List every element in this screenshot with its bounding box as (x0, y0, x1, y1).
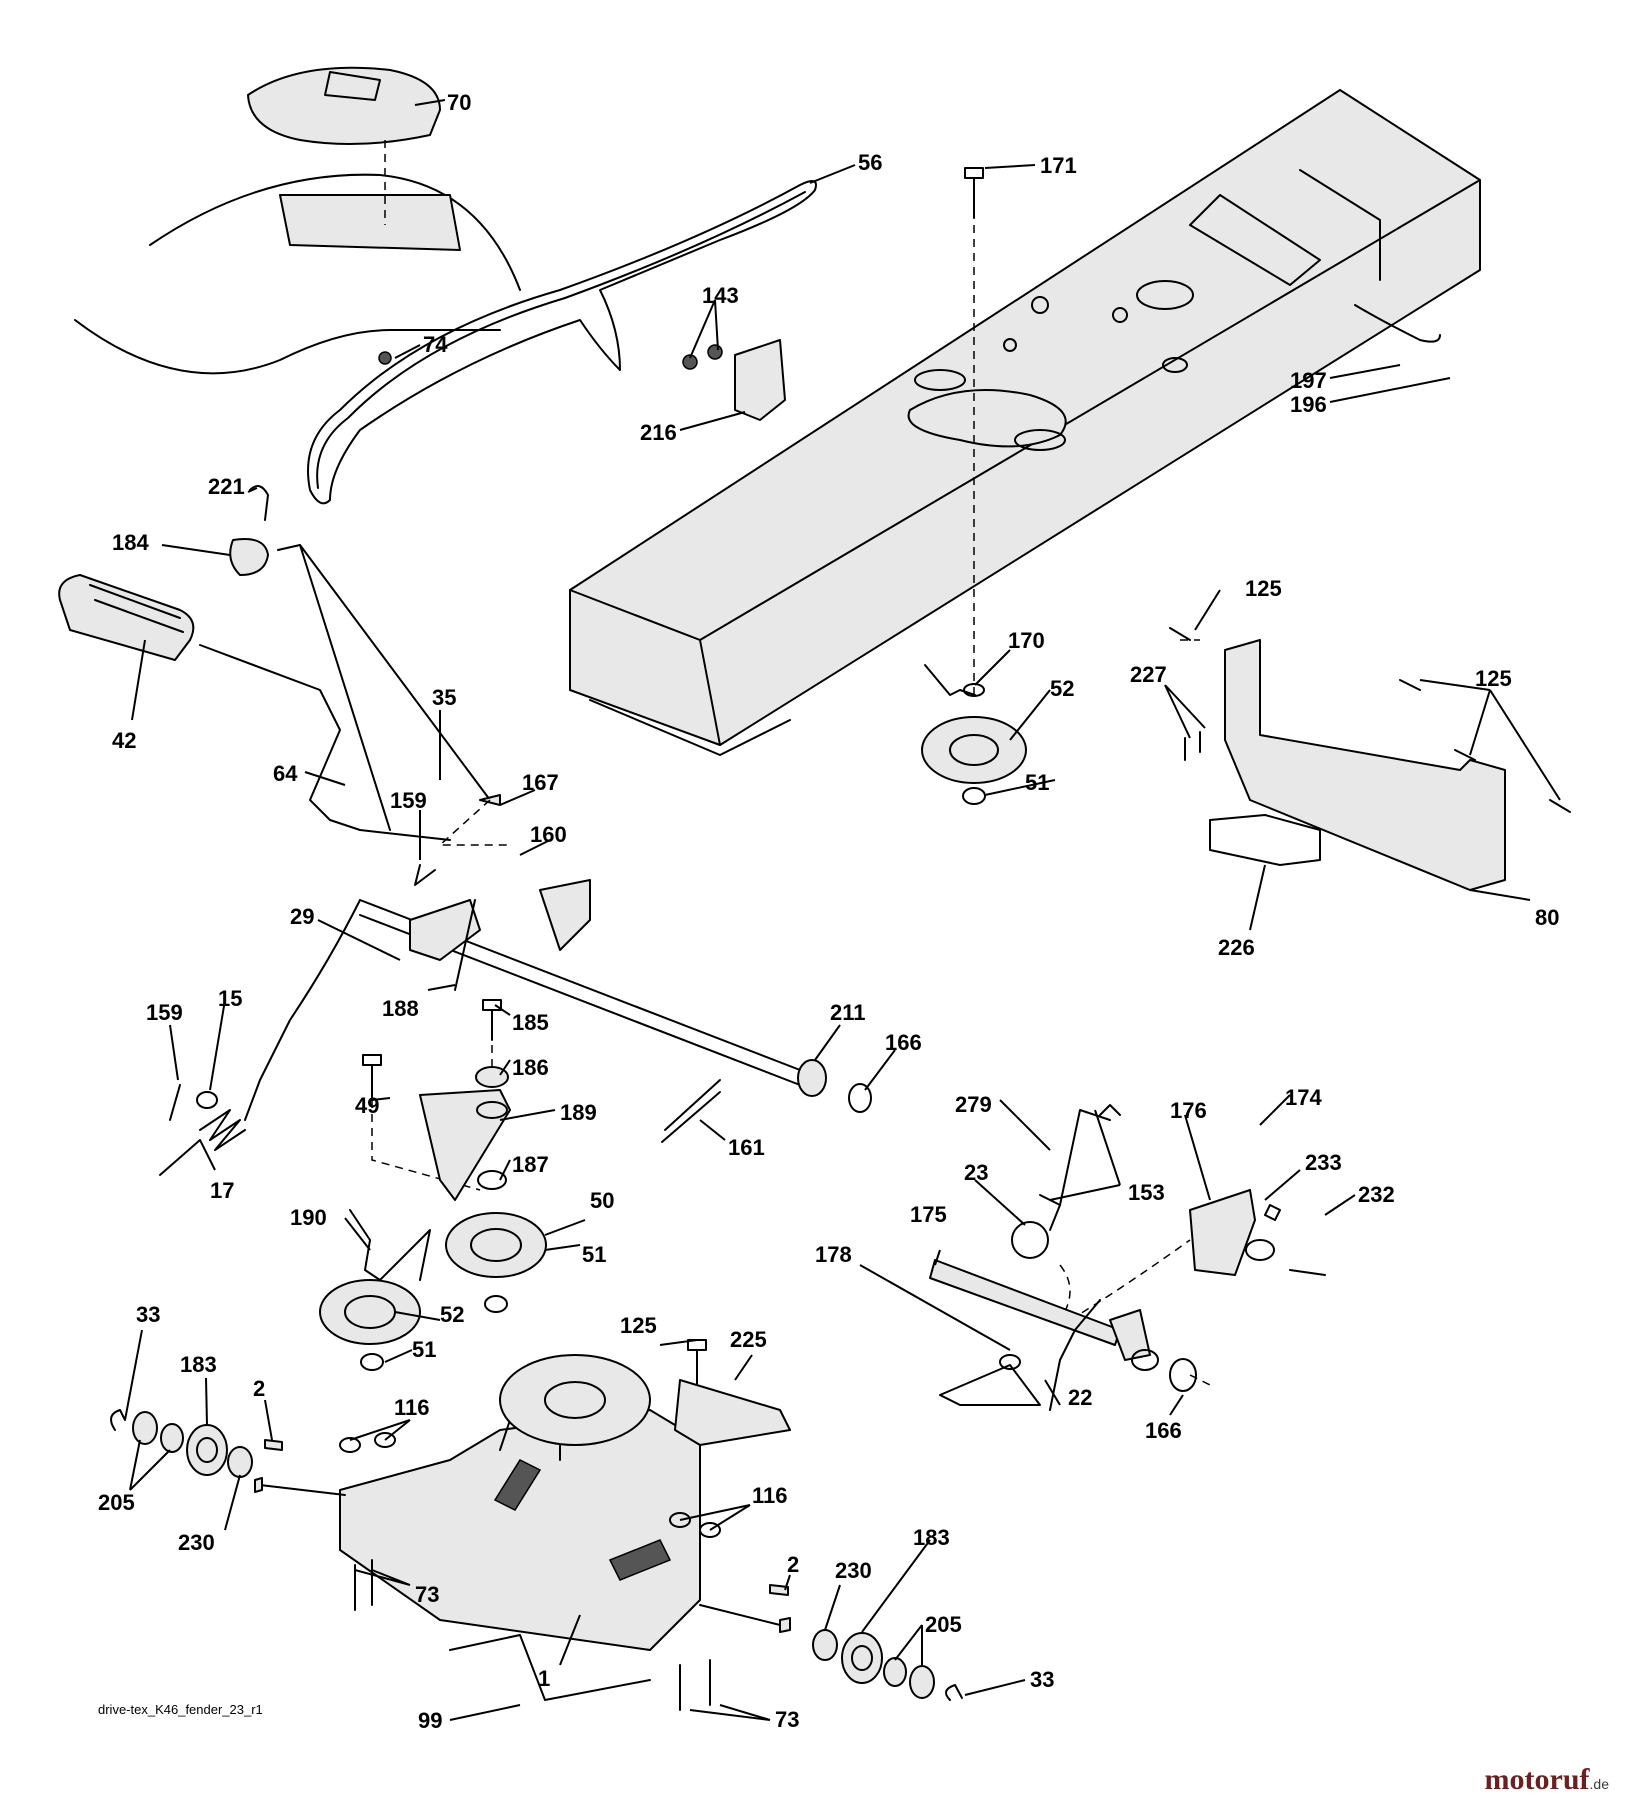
callout-51b: 51 (582, 1242, 606, 1267)
callout-labels: 70 56 171 74 143 216 197 196 221 184 42 … (98, 90, 1559, 1733)
callout-51a: 51 (1025, 770, 1049, 795)
idler-right (921, 664, 1027, 805)
callout-211: 211 (830, 1000, 866, 1025)
callout-166a: 166 (885, 1030, 922, 1055)
callout-74: 74 (423, 332, 448, 357)
callout-161: 161 (728, 1135, 765, 1160)
callout-73b: 73 (775, 1707, 799, 1732)
callout-1: 1 (538, 1666, 550, 1691)
callout-35: 35 (432, 685, 456, 710)
callout-56: 56 (858, 150, 882, 175)
main-frame (569, 89, 1481, 756)
callout-166b: 166 (1145, 1418, 1182, 1443)
brand-suffix: .de (1589, 1776, 1609, 1792)
callout-125b: 125 (1475, 666, 1512, 691)
callout-2b: 2 (787, 1552, 799, 1577)
callout-279: 279 (955, 1092, 992, 1117)
callout-233: 233 (1305, 1150, 1342, 1175)
callout-197: 197 (1290, 368, 1327, 393)
callout-160: 160 (530, 822, 567, 847)
spring-parts-left (159, 864, 436, 1176)
callout-186: 186 (512, 1055, 549, 1080)
callout-51c: 51 (412, 1337, 436, 1362)
diagram-footer-label: drive-tex_K46_fender_23_r1 (98, 1702, 263, 1717)
plate-225 (674, 1339, 791, 1446)
callout-33a: 33 (136, 1302, 160, 1327)
drive-belt (307, 180, 817, 505)
brand-name: motoruf (1484, 1763, 1590, 1796)
callout-73a: 73 (415, 1582, 439, 1607)
rod-99 (449, 1634, 651, 1701)
leader-lines (124, 99, 1561, 1721)
callout-170: 170 (1008, 628, 1045, 653)
axle-hardware-right (769, 1584, 963, 1701)
callout-185: 185 (512, 1010, 549, 1035)
callout-230a: 230 (178, 1530, 215, 1555)
callout-216: 216 (640, 420, 677, 445)
callout-125c: 125 (620, 1313, 657, 1338)
callout-70: 70 (447, 90, 471, 115)
callout-221: 221 (208, 474, 245, 499)
callout-232: 232 (1358, 1182, 1395, 1207)
callout-17: 17 (210, 1178, 234, 1203)
callout-116a: 116 (394, 1395, 430, 1420)
callout-188: 188 (382, 996, 419, 1021)
callout-22: 22 (1068, 1385, 1092, 1410)
callout-153: 153 (1128, 1180, 1165, 1205)
callout-80: 80 (1535, 905, 1559, 930)
transaxle (254, 1354, 791, 1711)
callout-205b: 205 (925, 1612, 962, 1637)
linkage-right (1011, 1104, 1326, 1321)
callout-52a: 52 (1050, 676, 1074, 701)
callout-196: 196 (1290, 392, 1327, 417)
shift-lever-assembly (58, 485, 510, 846)
callout-183a: 183 (180, 1352, 217, 1377)
callout-175: 175 (910, 1202, 947, 1227)
bracket-80 (1169, 627, 1571, 891)
callout-23: 23 (964, 1160, 988, 1185)
callout-230b: 230 (835, 1558, 872, 1583)
callout-33b: 33 (1030, 1667, 1054, 1692)
callout-2a: 2 (253, 1376, 265, 1401)
idler-assembly (319, 999, 721, 1371)
callout-227: 227 (1130, 662, 1167, 687)
callout-50: 50 (590, 1188, 614, 1213)
callout-159a: 159 (390, 788, 427, 813)
callout-125a: 125 (1245, 576, 1282, 601)
callout-143: 143 (702, 283, 739, 308)
callout-15: 15 (218, 986, 242, 1011)
callout-49: 49 (355, 1093, 379, 1118)
callout-29: 29 (290, 904, 314, 929)
callout-167: 167 (522, 770, 559, 795)
callout-174: 174 (1285, 1085, 1322, 1110)
callout-187: 187 (512, 1152, 549, 1177)
fender-assembly (74, 66, 521, 375)
callout-225: 225 (730, 1327, 767, 1352)
callout-178: 178 (815, 1242, 852, 1267)
callout-184: 184 (112, 530, 149, 555)
brake-shaft (929, 1259, 1211, 1411)
brand-logo[interactable]: motoruf.de (1485, 1763, 1609, 1797)
callout-159b: 159 (146, 1000, 183, 1025)
control-shaft (244, 879, 872, 1121)
callout-116b: 116 (752, 1483, 788, 1508)
callout-176: 176 (1170, 1098, 1207, 1123)
top-bolts (682, 167, 984, 695)
callout-190: 190 (290, 1205, 327, 1230)
callout-42: 42 (112, 728, 136, 753)
callout-171: 171 (1040, 153, 1077, 178)
callout-205a: 205 (98, 1490, 135, 1515)
callout-64: 64 (273, 761, 298, 786)
callout-183b: 183 (913, 1525, 950, 1550)
callout-99: 99 (418, 1708, 442, 1733)
callout-226: 226 (1218, 935, 1255, 960)
callout-52b: 52 (440, 1302, 464, 1327)
axle-hardware-left (110, 1409, 283, 1478)
callout-189: 189 (560, 1100, 597, 1125)
